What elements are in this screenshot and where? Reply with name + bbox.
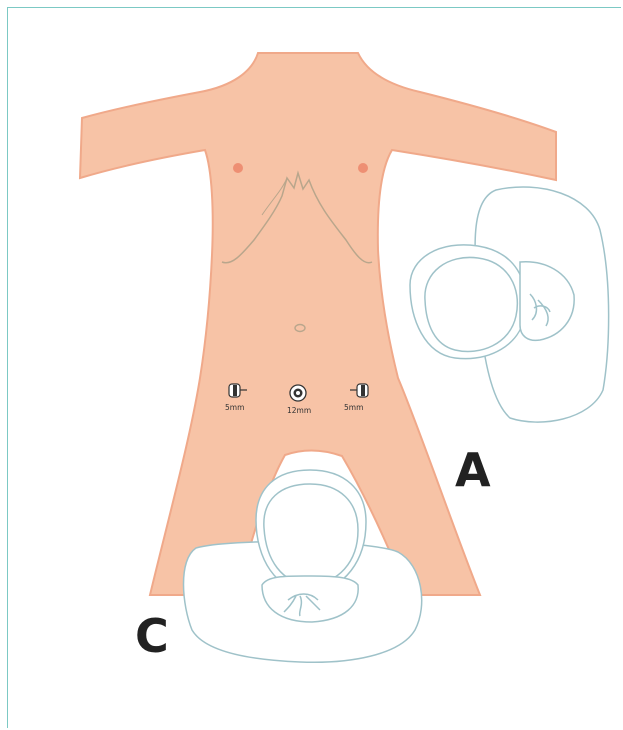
surgeon-top-view-icon xyxy=(410,187,609,422)
port-label-right: 5mm xyxy=(344,403,363,412)
right-nipple xyxy=(358,163,368,173)
surgeon-a-head xyxy=(425,257,517,351)
port-label-center: 12mm xyxy=(287,406,311,415)
surgeon-c-head xyxy=(264,484,358,584)
left-nipple xyxy=(233,163,243,173)
port-label-left: 5mm xyxy=(225,403,244,412)
position-label-a: A xyxy=(455,443,491,497)
position-label-c: C xyxy=(135,609,169,663)
surgeon-a-figure xyxy=(410,187,609,422)
trocar-port-12mm-icon xyxy=(290,385,306,401)
